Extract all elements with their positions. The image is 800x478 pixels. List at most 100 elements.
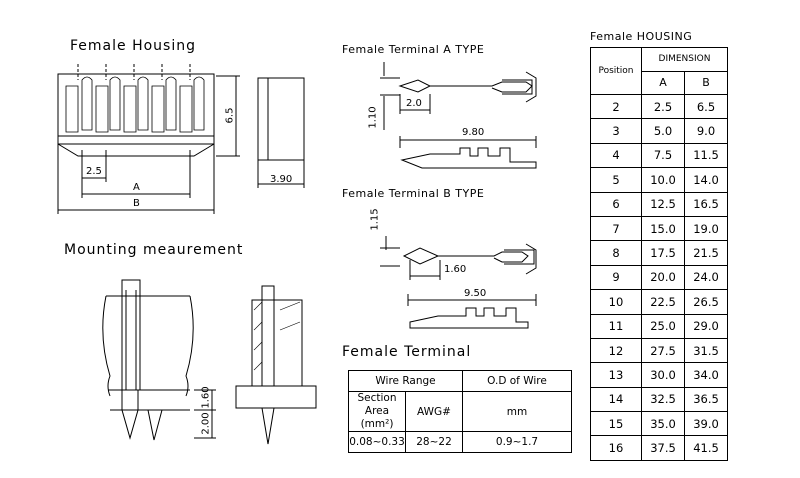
terminal-a-title: Female Terminal A TYPE bbox=[342, 43, 485, 56]
housing-front-view bbox=[57, 64, 240, 214]
a-cell: 35.0 bbox=[641, 411, 685, 437]
mounting-left-view bbox=[102, 279, 216, 441]
awg-value: 28~22 bbox=[405, 431, 463, 453]
a-cell: 22.5 bbox=[641, 289, 685, 315]
position-cell: 16 bbox=[590, 435, 642, 461]
a-cell: 5.0 bbox=[641, 118, 685, 144]
col-b-header: B bbox=[684, 70, 728, 95]
b-cell: 26.5 bbox=[684, 289, 728, 315]
dim-term-b-h: 1.15 bbox=[369, 208, 381, 231]
a-cell: 10.0 bbox=[641, 167, 685, 193]
position-cell: 11 bbox=[590, 313, 642, 339]
dim-term-a-h: 1.10 bbox=[367, 106, 379, 129]
b-cell: 19.0 bbox=[684, 215, 728, 242]
a-cell: 17.5 bbox=[641, 240, 685, 266]
terminal-b-title: Female Terminal B TYPE bbox=[342, 187, 485, 200]
b-cell: 31.5 bbox=[684, 337, 728, 364]
position-cell: 6 bbox=[590, 191, 642, 217]
position-cell: 14 bbox=[590, 386, 642, 413]
position-cell: 9 bbox=[590, 264, 642, 291]
a-cell: 12.5 bbox=[641, 191, 685, 217]
dim-mount-1: 1.60 bbox=[200, 386, 212, 409]
dim-mount-2: 2.00 bbox=[200, 412, 212, 435]
b-cell: 21.5 bbox=[684, 240, 728, 266]
b-cell: 16.5 bbox=[684, 191, 728, 217]
position-cell: 3 bbox=[590, 118, 642, 144]
female-housing-title: Female Housing bbox=[70, 38, 196, 54]
dim-b: B bbox=[133, 198, 140, 209]
awg-header: AWG# bbox=[405, 391, 463, 432]
a-cell: 20.0 bbox=[641, 264, 685, 291]
position-cell: 4 bbox=[590, 142, 642, 169]
section-area-cell: Section Area (mm²) bbox=[348, 391, 406, 432]
a-cell: 2.5 bbox=[641, 93, 685, 120]
a-cell: 30.0 bbox=[641, 362, 685, 388]
position-cell: 15 bbox=[590, 411, 642, 437]
a-cell: 15.0 bbox=[641, 215, 685, 242]
b-cell: 24.0 bbox=[684, 264, 728, 291]
mounting-right-view bbox=[235, 285, 317, 445]
position-cell: 10 bbox=[590, 289, 642, 315]
position-cell: 2 bbox=[590, 93, 642, 120]
b-cell: 29.0 bbox=[684, 313, 728, 339]
terminal-a-drawing bbox=[380, 62, 537, 169]
position-header: Position bbox=[590, 47, 642, 95]
housing-table-title: Female HOUSING bbox=[590, 30, 693, 43]
a-cell: 27.5 bbox=[641, 337, 685, 364]
position-cell: 7 bbox=[590, 215, 642, 242]
housing-side-view bbox=[257, 77, 305, 188]
od-wire-header: O.D of Wire bbox=[462, 370, 572, 392]
dim-a: A bbox=[133, 182, 140, 193]
mounting-title: Mounting meaurement bbox=[64, 242, 244, 258]
b-cell: 36.5 bbox=[684, 386, 728, 413]
dim-term-b-w: 1.60 bbox=[444, 264, 467, 275]
dim-pitch: 2.5 bbox=[86, 166, 102, 177]
b-cell: 34.0 bbox=[684, 362, 728, 388]
wire-range-table: Wire Range O.D of Wire Section Area (mm²… bbox=[348, 370, 572, 453]
a-cell: 25.0 bbox=[641, 313, 685, 339]
b-cell: 39.0 bbox=[684, 411, 728, 437]
position-cell: 5 bbox=[590, 167, 642, 193]
dim-term-a-w: 2.0 bbox=[406, 98, 422, 109]
b-cell: 14.0 bbox=[684, 167, 728, 193]
dim-height: 6.5 bbox=[224, 107, 236, 124]
female-terminal-title: Female Terminal bbox=[342, 344, 472, 360]
position-cell: 12 bbox=[590, 337, 642, 364]
section-area-label: Section Area bbox=[357, 392, 397, 417]
b-cell: 9.0 bbox=[684, 118, 728, 144]
terminal-b-drawing bbox=[380, 236, 537, 329]
col-a-header: A bbox=[641, 70, 685, 95]
mm2-label: (mm²) bbox=[360, 418, 394, 430]
b-cell: 41.5 bbox=[684, 435, 728, 461]
a-cell: 37.5 bbox=[641, 435, 685, 461]
b-cell: 11.5 bbox=[684, 142, 728, 169]
mm-header: mm bbox=[462, 391, 572, 432]
a-cell: 32.5 bbox=[641, 386, 685, 413]
b-cell: 6.5 bbox=[684, 93, 728, 120]
position-cell: 13 bbox=[590, 362, 642, 388]
position-cell: 8 bbox=[590, 240, 642, 266]
dim-width-side: 3.90 bbox=[270, 174, 293, 185]
dimension-header: DIMENSION bbox=[641, 47, 728, 72]
a-cell: 7.5 bbox=[641, 142, 685, 169]
dim-term-b-len: 9.50 bbox=[464, 288, 487, 299]
wire-range-header: Wire Range bbox=[348, 370, 463, 392]
dim-term-a-len: 9.80 bbox=[462, 127, 485, 138]
